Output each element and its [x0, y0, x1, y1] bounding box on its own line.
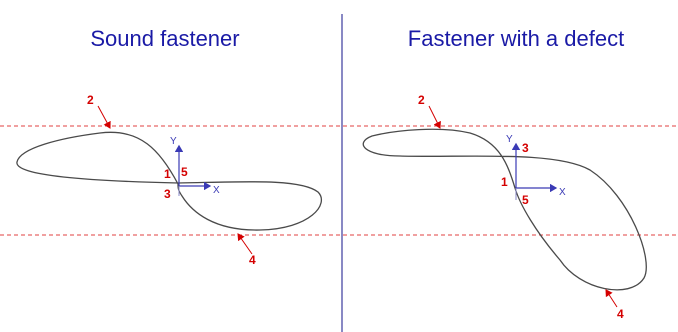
left-leader-4 [237, 233, 253, 255]
right-label-2: 2 [418, 93, 425, 107]
right-leader-2 [428, 105, 441, 129]
right-panel: Fastener with a defect Y X 2 3 1 5 4 [362, 26, 647, 321]
left-label-5: 5 [181, 165, 188, 179]
right-leader-4 [605, 289, 618, 308]
left-label-3: 3 [164, 187, 171, 201]
right-label-3: 3 [522, 141, 529, 155]
left-label-2: 2 [87, 93, 94, 107]
left-label-1: 1 [164, 167, 171, 181]
right-label-4: 4 [617, 307, 624, 321]
sound-fastener-curve [16, 131, 323, 231]
right-label-1: 1 [501, 175, 508, 189]
left-leader-2 [97, 105, 111, 129]
defective-fastener-curve [362, 128, 647, 291]
right-y-axis-label: Y [506, 134, 513, 145]
left-panel: Sound fastener Y X 2 1 5 3 4 [16, 26, 323, 267]
right-label-5: 5 [522, 193, 529, 207]
left-y-axis-label: Y [170, 136, 177, 147]
left-panel-title: Sound fastener [90, 26, 239, 51]
right-panel-title: Fastener with a defect [408, 26, 624, 51]
right-x-axis-label: X [559, 187, 566, 198]
left-label-4: 4 [249, 253, 256, 267]
left-x-axis-label: X [213, 185, 220, 196]
